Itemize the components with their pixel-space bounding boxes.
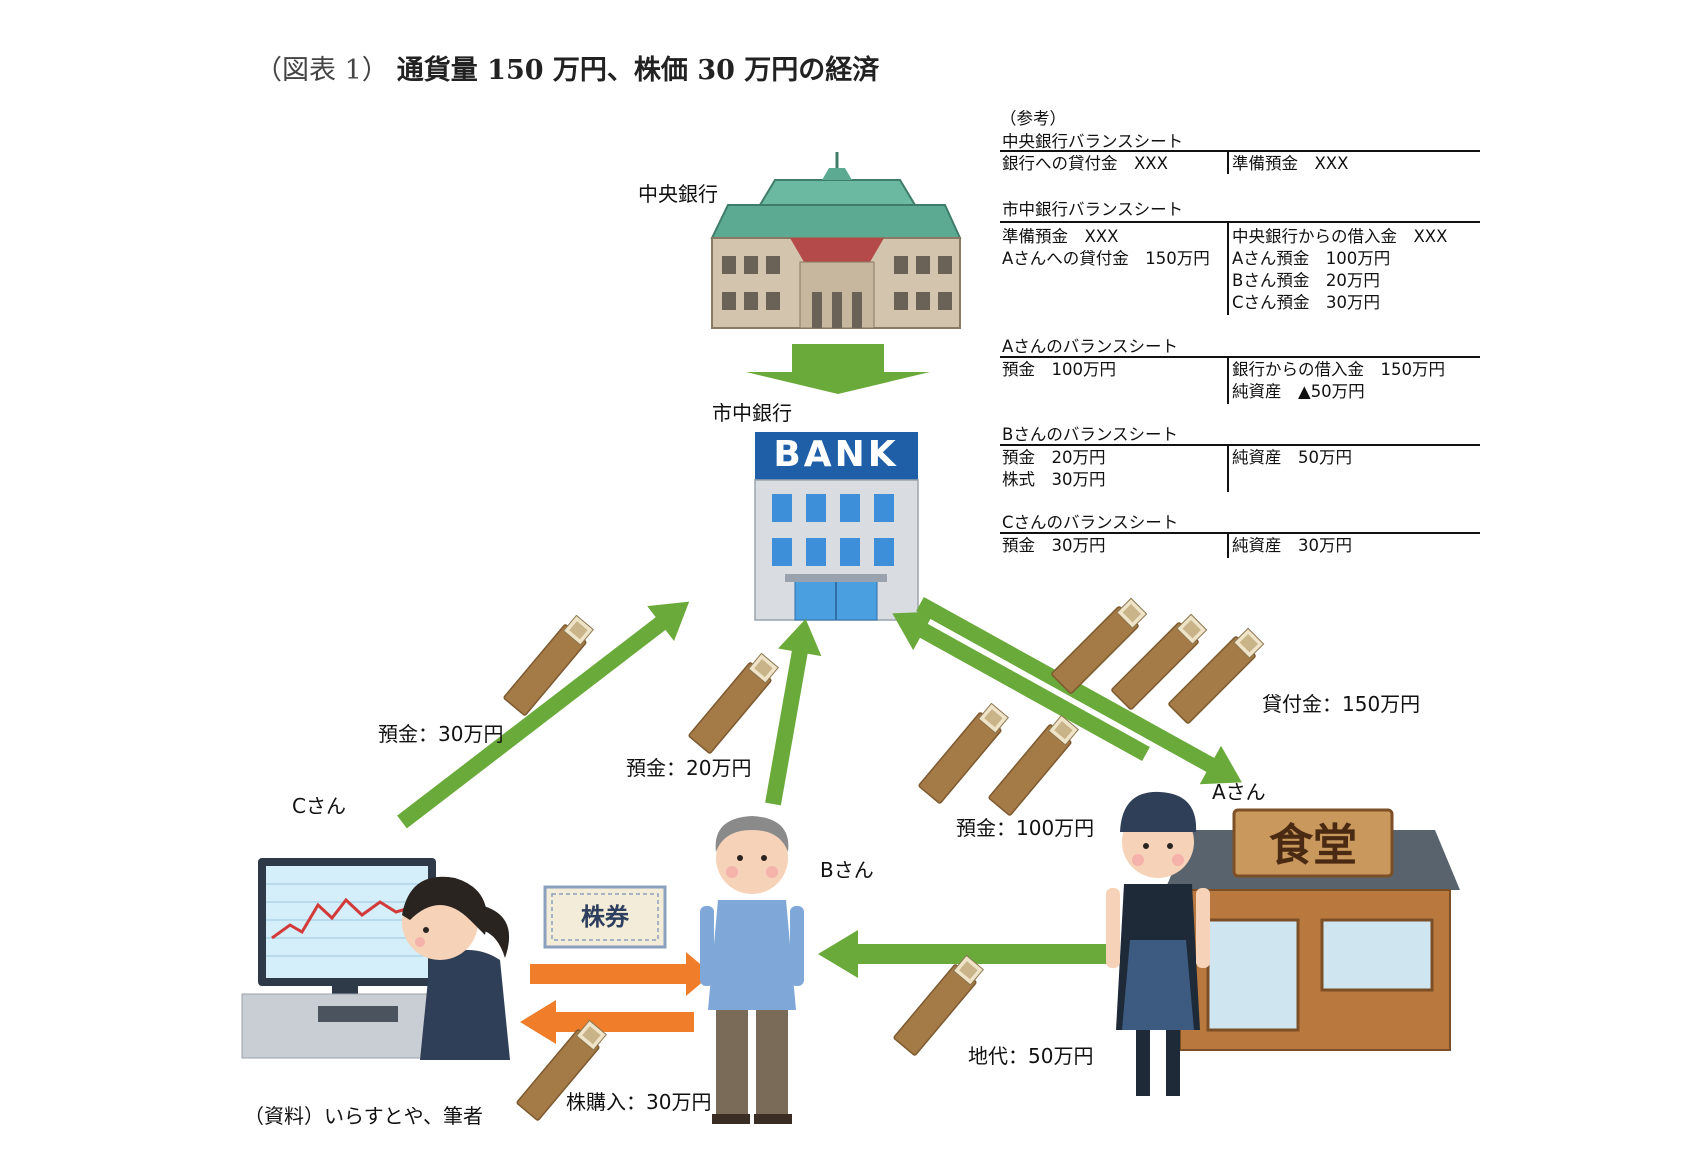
stock-arrows — [520, 952, 712, 1044]
bs-central-liability-0: 準備預金 XXX — [1232, 154, 1349, 173]
arrow-c-to-bank — [397, 601, 690, 829]
label-rent: 地代：50万円 — [968, 1044, 1094, 1068]
bs-title-central: 中央銀行バランスシート — [1002, 132, 1184, 151]
bs-central-asset-0: 銀行への貸付金 XXX — [1002, 154, 1168, 173]
bank-building — [754, 432, 919, 621]
label-deposit-c: 預金：30万円 — [378, 722, 504, 746]
label-central-bank: 中央銀行 — [638, 182, 718, 206]
label-stock-purchase: 株購入：30万円 — [566, 1090, 712, 1114]
label-commercial-bank: 市中銀行 — [712, 401, 792, 425]
arrow-c-to-b-stock — [530, 952, 712, 996]
bs-title-c: Cさんのバランスシート — [1002, 513, 1179, 532]
label-person-b: Bさん — [820, 858, 874, 882]
bs-commercial-liability-0: 中央銀行からの借入金 XXX — [1232, 227, 1448, 246]
bs-divider — [1227, 223, 1229, 315]
arrow-b-to-bank — [765, 618, 822, 806]
bs-b-asset-0: 預金 20万円 — [1002, 448, 1106, 467]
arrow-b-to-c-money — [520, 1000, 694, 1044]
shop-sign: 食堂 — [1269, 820, 1357, 871]
person-b-illustration — [700, 816, 804, 1124]
figure-title-main: 通貨量 150 万円、株価 30 万円の経済 — [396, 55, 880, 86]
bs-title-b: Bさんのバランスシート — [1002, 425, 1178, 444]
label-loan-a: 貸付金：150万円 — [1262, 692, 1421, 716]
person-a-illustration — [1106, 791, 1460, 1096]
label-person-a: Aさん — [1212, 780, 1266, 804]
stock-certificate — [543, 885, 667, 949]
bs-c-asset-0: 預金 30万円 — [1002, 536, 1106, 555]
reference-header: （参考） — [1000, 109, 1066, 128]
bs-a-liability-0: 銀行からの借入金 150万円 — [1232, 360, 1445, 379]
bs-b-asset-1: 株式 30万円 — [1002, 470, 1106, 489]
label-deposit-a: 預金：100万円 — [956, 816, 1095, 840]
central-bank-building — [710, 152, 962, 329]
bs-commercial-liability-1: Aさん預金 100万円 — [1232, 249, 1391, 268]
arrow-a-to-bank — [892, 611, 1150, 761]
bs-commercial-asset-1: Aさんへの貸付金 150万円 — [1002, 249, 1210, 268]
bs-b-liability-0: 純資産 50万円 — [1232, 448, 1352, 467]
figure-title-prefix: （図表 1） — [255, 55, 389, 86]
bs-commercial-asset-0: 準備預金 XXX — [1002, 227, 1119, 246]
bs-commercial-liability-2: Bさん預金 20万円 — [1232, 271, 1380, 290]
label-deposit-b: 預金：20万円 — [626, 756, 752, 780]
bs-rule — [1000, 532, 1480, 534]
bs-rule — [1000, 221, 1480, 223]
bs-divider — [1227, 358, 1229, 404]
bs-commercial-liability-3: Cさん預金 30万円 — [1232, 293, 1381, 312]
figure-title: （図表 1）通貨量 150 万円、株価 30 万円の経済 — [255, 48, 879, 87]
arrow-a-to-b — [818, 930, 1108, 978]
bs-rule — [1000, 356, 1480, 358]
bs-divider — [1227, 534, 1229, 558]
person-c-illustration — [241, 858, 510, 1060]
stock-certificate-label: 株券 — [581, 903, 630, 931]
bs-divider — [1227, 446, 1229, 492]
bs-title-a: Aさんのバランスシート — [1002, 337, 1178, 356]
bs-divider — [1227, 152, 1229, 174]
bank-sign: BANK — [773, 434, 898, 475]
label-person-c: Cさん — [292, 794, 346, 818]
bs-rule — [1000, 444, 1480, 446]
bs-title-commercial: 市中銀行バランスシート — [1002, 200, 1184, 219]
bs-c-liability-0: 純資産 30万円 — [1232, 536, 1352, 555]
bs-rule — [1000, 150, 1480, 152]
source-note: （資料）いらすとや、筆者 — [244, 1104, 483, 1128]
bs-a-asset-0: 預金 100万円 — [1002, 360, 1116, 379]
central-to-bank-arrow — [746, 344, 930, 394]
bs-a-liability-1: 純資産 ▲50万円 — [1232, 382, 1365, 401]
